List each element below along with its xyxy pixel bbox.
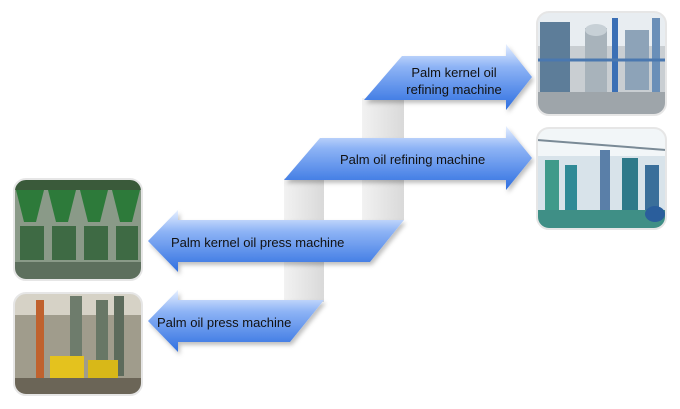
workshop-photo: [537, 128, 666, 229]
kernel-refining-label-line2: refining machine: [406, 82, 502, 97]
kernel-refining-label: Palm kernel oil refining machine: [398, 64, 510, 98]
press-plant-photo: [14, 293, 142, 395]
oil-refining-label: Palm oil refining machine: [340, 152, 486, 167]
arrow-kernel-refining: [364, 44, 532, 110]
arrow-kernel-press: [148, 210, 404, 272]
oil-press-label: Palm oil press machine: [157, 315, 292, 330]
kernel-press-label: Palm kernel oil press machine: [171, 235, 345, 250]
refinery-photo: [537, 12, 666, 115]
arrow-oil-refining: [284, 126, 532, 190]
arrow-oil-press: [148, 290, 324, 352]
kernel-refining-label-line1: Palm kernel oil: [411, 65, 497, 80]
press-machine-photo: [14, 179, 142, 280]
